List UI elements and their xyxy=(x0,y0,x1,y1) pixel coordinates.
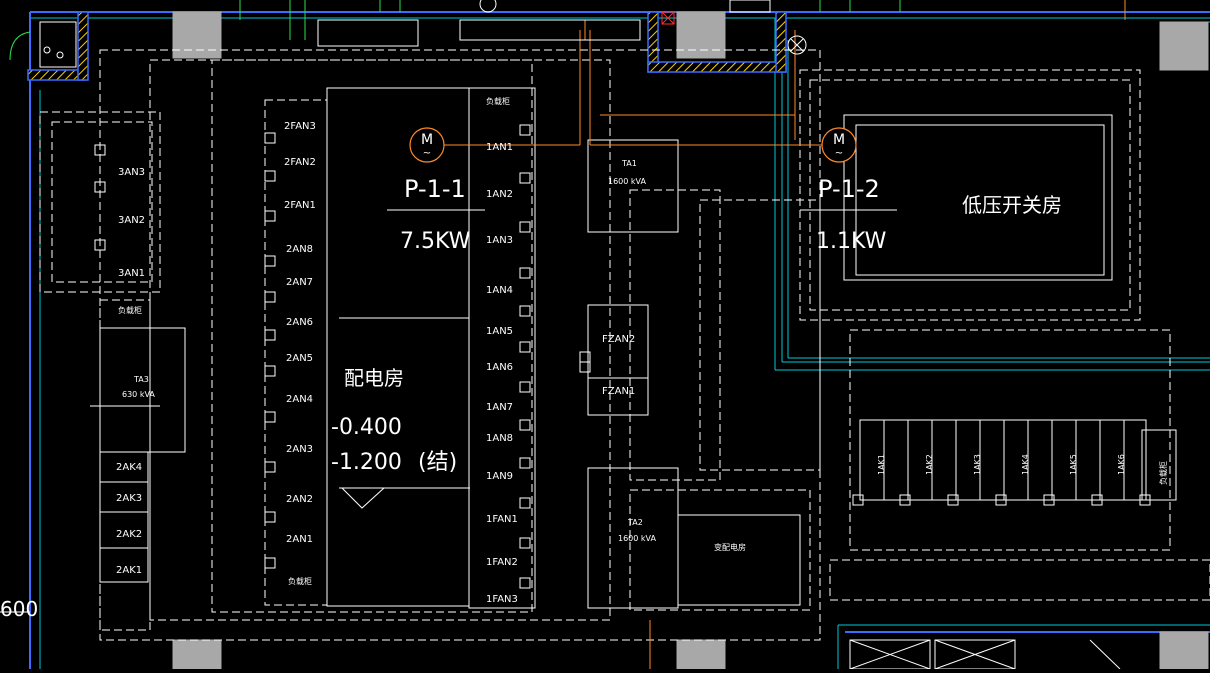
ta3-name: TA3 xyxy=(133,375,149,384)
fan-col-right-top: 负载柜 xyxy=(486,96,510,106)
fan-label: 2AN5 xyxy=(286,353,313,364)
elevation-1: -0.400 xyxy=(331,415,402,440)
dashed-outlines xyxy=(39,49,1210,641)
fan-label: 1AN3 xyxy=(486,235,513,246)
pump-power-p12: 1.1KW xyxy=(816,229,887,254)
svg-text:~: ~ xyxy=(835,148,843,159)
cable-routes xyxy=(444,0,1126,669)
elevation-note: (结) xyxy=(418,450,457,475)
fan-label: 2AN3 xyxy=(286,444,313,455)
an3-label: 3AN2 xyxy=(118,215,145,226)
fan-col-right: 负载柜 1AN1 1AN2 1AN3 1AN4 1AN5 1AN6 1AN7 1… xyxy=(486,96,518,605)
fan-label: 2AN6 xyxy=(286,317,313,328)
ta2-name: TA2 xyxy=(627,518,643,527)
ak1-label: 1AK2 xyxy=(925,454,934,475)
fzan-label: FZAN2 xyxy=(602,334,635,345)
pump-power-p11: 7.5KW xyxy=(400,229,471,254)
outer-walls xyxy=(29,11,1210,669)
motor-symbol-text: M xyxy=(421,132,433,148)
ta1-rating: 1600 kVA xyxy=(608,177,646,186)
ak1-group: 1AK1 1AK2 1AK3 1AK4 1AK5 1AK6 负载柜 xyxy=(877,454,1168,485)
stack-dividers xyxy=(100,377,648,549)
top-fixtures xyxy=(9,0,1121,670)
ak1-label: 1AK4 xyxy=(1021,454,1030,475)
ak2-label: 2AK4 xyxy=(116,462,142,473)
an3-caption: 负载柜 xyxy=(118,305,142,315)
fan-label: 1FAN2 xyxy=(486,557,518,568)
vent-boxes xyxy=(849,639,1016,670)
ak1-dividers xyxy=(883,420,1125,500)
an3-group: 3AN3 3AN2 3AN1 负载柜 xyxy=(118,167,145,315)
structural-columns xyxy=(172,11,1209,670)
an3-label: 3AN1 xyxy=(118,268,145,279)
ak1-label: 1AK5 xyxy=(1069,454,1078,475)
ak1-label: 1AK6 xyxy=(1117,454,1126,475)
fan-label: 1AN4 xyxy=(486,285,513,296)
ak2-label: 2AK1 xyxy=(116,565,142,576)
fan-col-left-bottom: 负载柜 xyxy=(288,576,312,586)
ak2-label: 2AK3 xyxy=(116,493,142,504)
motor-symbol-text: M xyxy=(833,132,845,148)
fan-label: 1AN8 xyxy=(486,433,513,444)
fan-label: 2FAN2 xyxy=(284,157,316,168)
fan-label: 2AN4 xyxy=(286,394,313,405)
fzan-label: FZAN1 xyxy=(602,386,635,397)
ak2-label: 2AK2 xyxy=(116,529,142,540)
pump-id-p12: P-1-2 xyxy=(818,175,880,203)
fan-label: 2AN1 xyxy=(286,534,313,545)
fan-label: 2AN7 xyxy=(286,277,313,288)
motor-p12: M ~ xyxy=(821,127,857,163)
an3-label: 3AN3 xyxy=(118,167,145,178)
ak1-label: 1AK3 xyxy=(973,454,982,475)
fan-label: 1AN5 xyxy=(486,326,513,337)
fan-label: 1AN7 xyxy=(486,402,513,413)
fan-label: 2AN2 xyxy=(286,494,313,505)
fan-label: 2FAN3 xyxy=(284,121,316,132)
ta1-name: TA1 xyxy=(621,159,637,168)
room-switch-label: 低压开关房 xyxy=(962,193,1062,217)
elevation-2: -1.200 xyxy=(331,450,402,475)
small-boxes xyxy=(94,124,1151,589)
hatched-walls xyxy=(27,11,787,81)
ak1-label: 1AK1 xyxy=(877,454,886,475)
fan-label: 1FAN3 xyxy=(486,594,518,605)
fan-label: 1AN9 xyxy=(486,471,513,482)
fan-label: 2FAN1 xyxy=(284,200,316,211)
ta2-rating: 1600 kVA xyxy=(618,534,656,543)
edge-dimension: 600 xyxy=(0,597,38,621)
ak1-end: 负载柜 xyxy=(1158,461,1168,485)
svg-text:~: ~ xyxy=(423,148,431,159)
fan-label: 1AN1 xyxy=(486,142,513,153)
ta3-rating: 630 kVA xyxy=(122,390,155,399)
fan-col-left: 2FAN3 2FAN2 2FAN1 2AN8 2AN7 2AN6 2AN5 2A… xyxy=(284,121,316,586)
room-transformer-label: 变配电房 xyxy=(714,542,746,552)
room-outlines xyxy=(0,87,1177,613)
room-main-label: 配电房 xyxy=(344,366,404,390)
ak2-group: 2AK4 2AK3 2AK2 2AK1 xyxy=(116,462,142,576)
fan-label: 1AN6 xyxy=(486,362,513,373)
pump-id-p11: P-1-1 xyxy=(404,175,466,203)
fan-label: 2AN8 xyxy=(286,244,313,255)
fan-label: 1AN2 xyxy=(486,189,513,200)
fan-label: 1FAN1 xyxy=(486,514,518,525)
motor-p11: M ~ xyxy=(409,127,445,163)
